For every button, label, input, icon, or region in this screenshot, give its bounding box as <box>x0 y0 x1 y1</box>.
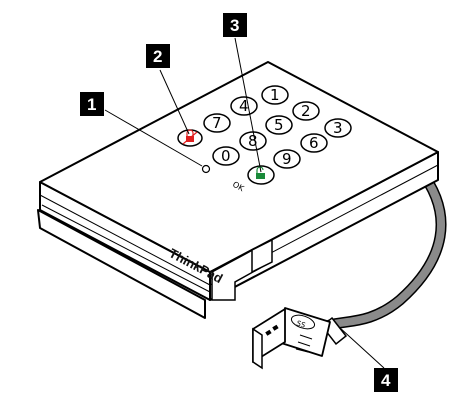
key-3[interactable]: 3 <box>324 118 352 138</box>
svg-text:3: 3 <box>333 119 343 137</box>
keypad: 1 2 3 4 5 6 7 8 <box>203 85 352 169</box>
svg-text:6: 6 <box>309 134 319 152</box>
svg-text:1: 1 <box>270 86 280 104</box>
key-5[interactable]: 5 <box>265 115 293 135</box>
leader-line-3 <box>234 37 262 173</box>
key-7[interactable]: 7 <box>203 113 231 133</box>
status-led <box>201 164 211 174</box>
leader-line-2 <box>159 69 190 135</box>
svg-text:2: 2 <box>153 47 162 66</box>
key-6[interactable]: 6 <box>300 133 328 153</box>
callout-badge-2: 2 <box>146 44 170 68</box>
svg-text:2: 2 <box>301 102 311 120</box>
callout-badge-3: 3 <box>223 13 247 37</box>
drive-ridge-lines <box>39 164 439 293</box>
cable-clip <box>251 238 273 274</box>
svg-text:SS: SS <box>295 319 306 330</box>
unlock-icon <box>256 166 265 179</box>
svg-text:4: 4 <box>239 97 249 115</box>
key-4[interactable]: 4 <box>230 96 258 116</box>
svg-text:0: 0 <box>221 147 231 165</box>
key-0[interactable]: 0 <box>212 146 240 166</box>
svg-text:3: 3 <box>230 16 239 35</box>
svg-text:5: 5 <box>274 116 284 134</box>
usb-logo-icon <box>290 314 316 330</box>
usb-cable-core <box>326 166 445 329</box>
lock-icon <box>182 129 198 145</box>
leader-line-4 <box>338 326 385 369</box>
drive-bottom-tray <box>37 209 206 319</box>
key-1[interactable]: 1 <box>261 85 289 105</box>
callout-badge-4: 4 <box>374 368 398 392</box>
svg-text:8: 8 <box>248 132 258 150</box>
svg-text:7: 7 <box>212 114 222 132</box>
key-9[interactable]: 9 <box>273 149 301 169</box>
svg-text:1: 1 <box>87 95 96 114</box>
svg-text:9: 9 <box>282 150 292 168</box>
unlock-key-button[interactable] <box>247 165 275 185</box>
callout-badge-1: 1 <box>80 92 104 116</box>
key-8[interactable]: 8 <box>239 131 267 151</box>
key-2[interactable]: 2 <box>292 101 320 121</box>
usb-connector: SS <box>252 307 348 370</box>
drive-top-face <box>39 61 439 273</box>
svg-text:4: 4 <box>381 371 391 390</box>
leader-line-1 <box>104 109 203 167</box>
